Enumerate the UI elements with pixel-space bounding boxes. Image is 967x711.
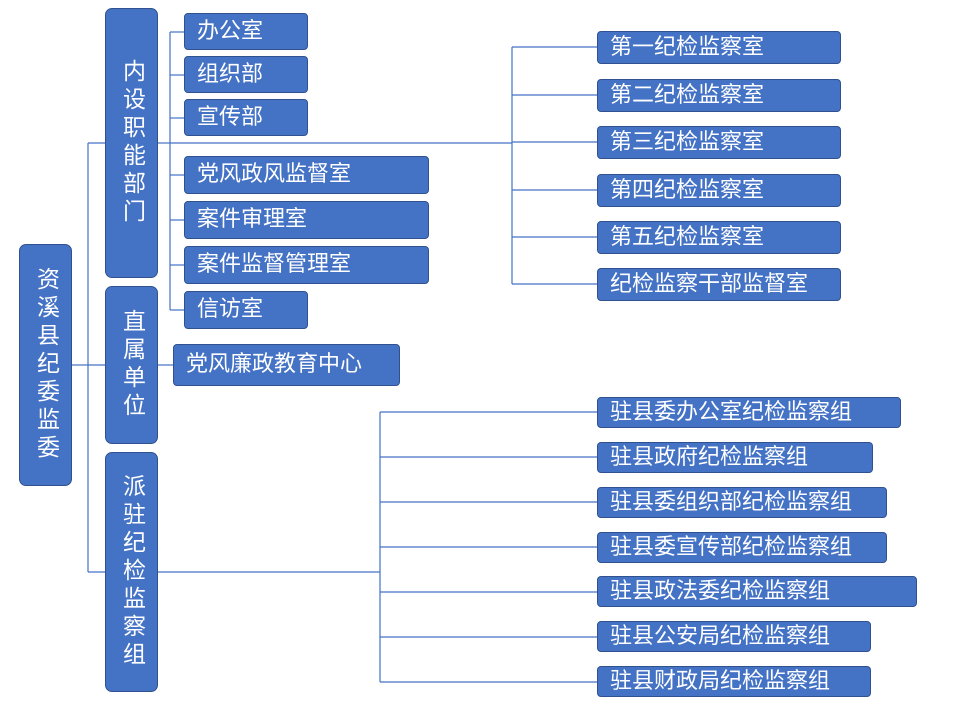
office-node: 纪检监察干部监督室 <box>597 268 841 301</box>
group-internal-departments: 内设职能部门 <box>105 8 158 278</box>
group-dispatched-groups: 派驻纪检监察组 <box>105 452 158 692</box>
dept-node: 案件审理室 <box>184 201 429 239</box>
dispatched-group-node: 驻县委组织部纪检监察组 <box>597 487 887 518</box>
office-node: 第一纪检监察室 <box>597 31 841 64</box>
dispatched-group-node: 驻县委宣传部纪检监察组 <box>597 532 887 563</box>
dept-node: 宣传部 <box>184 99 308 136</box>
office-node: 第三纪检监察室 <box>597 126 841 159</box>
dept-node: 党风政风监督室 <box>184 156 429 194</box>
dispatched-group-node: 驻县财政局纪检监察组 <box>597 666 871 697</box>
dept-node: 组织部 <box>184 56 308 93</box>
group-direct-units: 直属单位 <box>105 286 158 444</box>
dept-node: 案件监督管理室 <box>184 246 429 284</box>
office-node: 第五纪检监察室 <box>597 221 841 254</box>
dispatched-group-node: 驻县政法委纪检监察组 <box>597 576 917 607</box>
direct-unit-node: 党风廉政教育中心 <box>173 344 400 386</box>
dept-node: 办公室 <box>184 13 308 50</box>
dispatched-group-node: 驻县委办公室纪检监察组 <box>597 397 901 428</box>
office-node: 第四纪检监察室 <box>597 174 841 207</box>
dispatched-group-node: 驻县政府纪检监察组 <box>597 442 873 473</box>
dept-node: 信访室 <box>184 291 308 329</box>
root-node: 资溪县纪委监委 <box>19 244 72 486</box>
office-node: 第二纪检监察室 <box>597 79 841 112</box>
dispatched-group-node: 驻县公安局纪检监察组 <box>597 621 871 652</box>
